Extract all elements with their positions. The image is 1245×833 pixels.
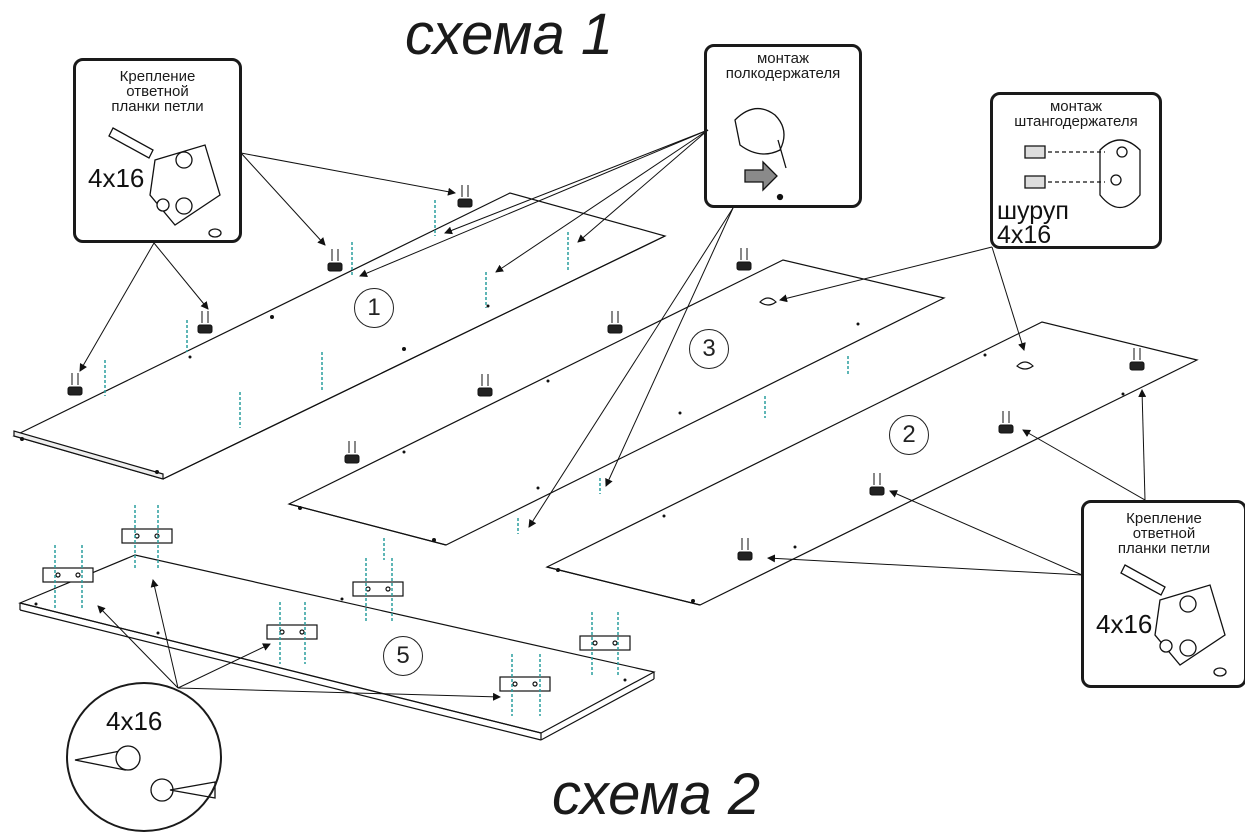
panel-5-screws <box>54 505 619 716</box>
callout-shelf-support: монтаж полкодержателя <box>704 44 862 208</box>
rod-holder-markers <box>759 297 1034 370</box>
callout-hinge-right-screw: 4x16 <box>1096 609 1153 639</box>
callout-rod-holder: монтаж штангодержателя шуруп 4x16 <box>990 92 1162 249</box>
shelf-support-illustration <box>734 108 787 201</box>
panel-2 <box>545 321 1199 606</box>
panel-1 <box>12 192 667 480</box>
hinge-plate-markers <box>67 185 1145 561</box>
callout-hinge-right: Крепление ответной планки петли 4x16 <box>1081 500 1245 688</box>
panel-number-5: 5 <box>383 636 423 676</box>
leader-arrows <box>79 129 1147 701</box>
callout-screw-circle: 4x16 <box>66 682 222 832</box>
rod-holder-illustration <box>1024 139 1141 209</box>
callout-hinge-left: Крепление ответной планки петли 4x16 <box>73 58 242 243</box>
hinge-plate-illustration-left <box>108 127 222 238</box>
panel-number-2: 2 <box>889 415 929 455</box>
dowel-markers <box>104 200 849 560</box>
callout-hinge-right-caption: Крепление ответной планки петли <box>1117 510 1211 557</box>
diagram-title-bottom: схема 2 <box>552 762 761 827</box>
panel-number-1: 1 <box>354 288 394 328</box>
callout-hinge-left-screw: 4x16 <box>88 163 145 193</box>
callout-hinge-left-caption: Крепление ответной планки петли <box>111 68 204 115</box>
panel-5 <box>18 554 656 741</box>
hinge-plate-illustration-right <box>1120 564 1227 677</box>
diagram-title-top: схема 1 <box>405 2 614 67</box>
panel-holes <box>20 304 1125 682</box>
callout-screw-circle-label: 4x16 <box>106 706 163 736</box>
panel-number-3: 3 <box>689 329 729 369</box>
callout-rod-holder-caption: монтаж штангодержателя <box>1014 98 1138 130</box>
callout-rod-holder-screw: шуруп 4x16 <box>997 197 1069 249</box>
callout-shelf-support-caption: монтаж полкодержателя <box>725 50 841 82</box>
panel-3 <box>287 259 946 546</box>
